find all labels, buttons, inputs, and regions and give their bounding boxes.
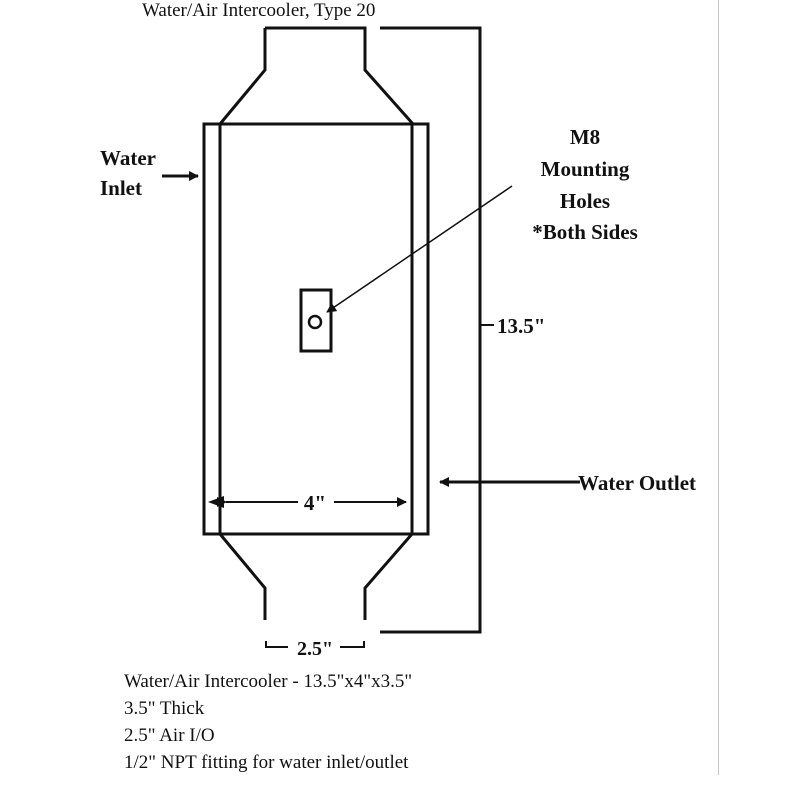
height-dimension-bracket bbox=[380, 26, 482, 634]
image-edge-line bbox=[718, 0, 719, 775]
spec-line: 1/2" NPT fitting for water inlet/outlet bbox=[124, 752, 409, 773]
water-inlet-label-line2: Inlet bbox=[100, 176, 142, 200]
top-air-port bbox=[218, 26, 415, 125]
width-dimension-left-arrow bbox=[208, 496, 224, 508]
diagram-title: Water/Air Intercooler, Type 20 bbox=[142, 0, 375, 21]
width-dimension-label: 4" bbox=[304, 491, 326, 515]
core-outer-frame bbox=[202, 122, 430, 536]
spec-line: 3.5" Thick bbox=[124, 698, 205, 719]
mounting-bracket bbox=[299, 288, 333, 353]
height-dimension-label: 13.5" bbox=[497, 314, 545, 338]
specs-list: Water/Air Intercooler - 13.5"x4"x3.5" 3.… bbox=[124, 668, 412, 776]
spec-line: 2.5" Air I/O bbox=[124, 725, 215, 746]
port-dimension-label: 2.5" bbox=[297, 638, 333, 660]
mounting-label-line3: Holes bbox=[560, 189, 610, 213]
m8-mounting-hole bbox=[307, 314, 323, 330]
water-outlet-label: Water Outlet bbox=[578, 471, 696, 495]
port-dimension-bracket bbox=[265, 641, 365, 648]
mounting-label-line4: *Both Sides bbox=[532, 220, 638, 244]
bottom-air-port bbox=[218, 533, 414, 620]
mounting-callout-arrow bbox=[326, 185, 513, 313]
water-inlet-label-line1: Water bbox=[100, 146, 156, 170]
mounting-label-line2: Mounting bbox=[541, 157, 630, 181]
mounting-label-line1: M8 bbox=[570, 125, 600, 149]
spec-line: Water/Air Intercooler - 13.5"x4"x3.5" bbox=[124, 671, 413, 692]
